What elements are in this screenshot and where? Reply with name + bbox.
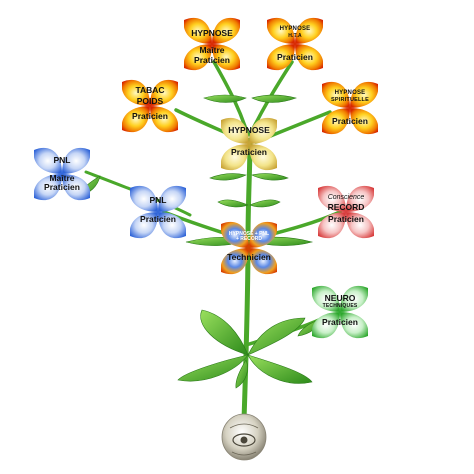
leaves <box>77 94 321 389</box>
node-hypnose-hta[interactable]: HYPNOSE H.T.A Praticien <box>267 16 323 72</box>
leaf <box>200 309 249 356</box>
node-conscience-record[interactable]: Conscience RECORD Praticien <box>318 184 374 240</box>
flower-icon <box>221 221 277 275</box>
leaf <box>247 317 306 356</box>
node-hypnose-maitre-praticien[interactable]: HYPNOSE Maître Praticien <box>184 16 240 72</box>
leaf <box>177 354 249 382</box>
node-pnl-praticien[interactable]: PNL Praticien <box>130 184 186 240</box>
flower-icon <box>322 81 378 135</box>
flower-icon <box>318 185 374 239</box>
node-tabac-poids[interactable]: TABAC POIDS Praticien <box>122 78 178 134</box>
flower-icon <box>267 17 323 71</box>
node-technicien[interactable]: HYPNOSE + PNL + RECORD Technicien <box>221 220 277 276</box>
leaf <box>209 173 247 181</box>
flower-icon <box>221 117 277 171</box>
node-hypnose-praticien[interactable]: HYPNOSE Praticien <box>221 116 277 172</box>
eye-seed-icon <box>221 413 267 461</box>
node-neuro-techniques[interactable]: NEURO TECHNIQUES Praticien <box>312 284 368 340</box>
leaf <box>235 359 248 389</box>
flower-icon <box>34 147 90 201</box>
leaf <box>249 199 281 208</box>
node-pnl-maitre-praticien[interactable]: PNL Maître Praticien <box>34 146 90 202</box>
flower-icon <box>122 79 178 133</box>
leaf <box>217 199 249 208</box>
flower-icon <box>184 17 240 71</box>
leaf <box>247 354 313 384</box>
leaf <box>203 94 247 103</box>
flower-icon <box>130 185 186 239</box>
leaf <box>251 94 298 103</box>
node-hypnose-spirituelle[interactable]: HYPNOSE SPIRITUELLE Praticien <box>322 80 378 136</box>
leaf <box>251 173 289 181</box>
flower-icon <box>312 285 368 339</box>
